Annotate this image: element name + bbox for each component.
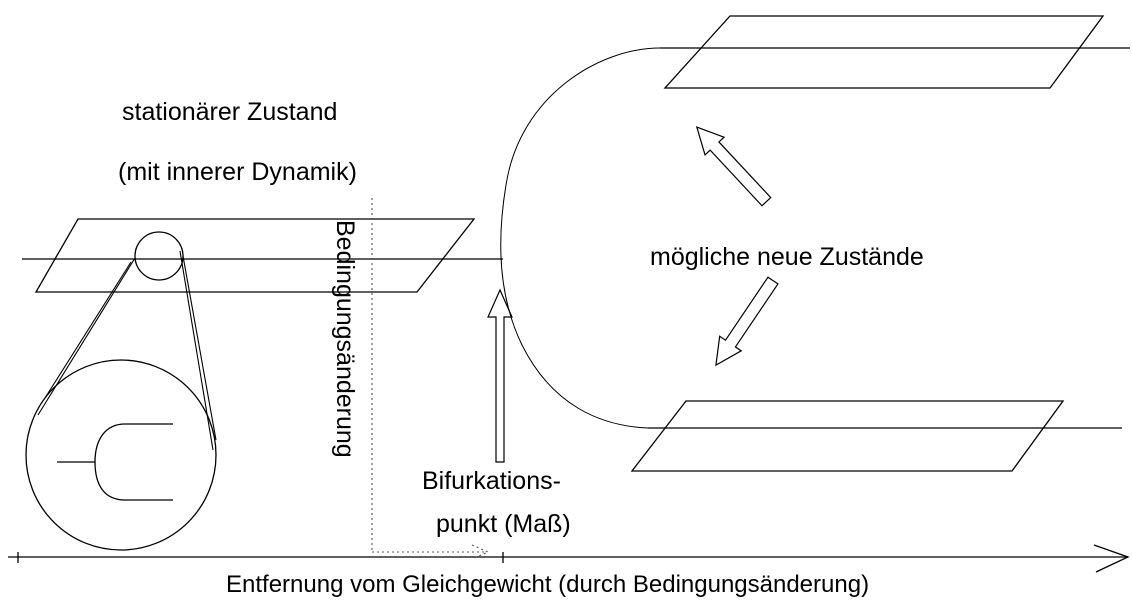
axis-label: Entfernung vom Gleichgewicht (durch Bedi… [226,571,870,598]
distance-axis [8,544,1130,573]
arrow-to-upper-state [695,126,772,207]
state-point-circle [134,231,184,281]
inner-dynamics-label: (mit innerer Dynamik) [118,158,357,186]
inner-dynamics-detail [57,423,173,501]
arrow-to-lower-state [715,276,779,367]
upper-state-plane [663,15,1105,89]
lower-state-plane [630,400,1065,472]
bifurcation-arrow [487,288,513,463]
possible-new-states-label: mögliche neue Zustände [650,243,924,271]
condition-change-label: Bedingungsänderung [331,220,359,458]
stationary-plane [34,218,476,293]
bifurcation-point-label-line2: punkt (Maß) [436,510,571,538]
inner-dynamics-circle [25,359,217,551]
stationary-state-label: stationärer Zustand [122,98,338,126]
magnifier-lines [37,250,217,451]
condition-change-path [371,198,490,560]
bifurcation-point-label-line1: Bifurkations- [422,467,561,495]
bifurcation-curve [500,47,661,429]
